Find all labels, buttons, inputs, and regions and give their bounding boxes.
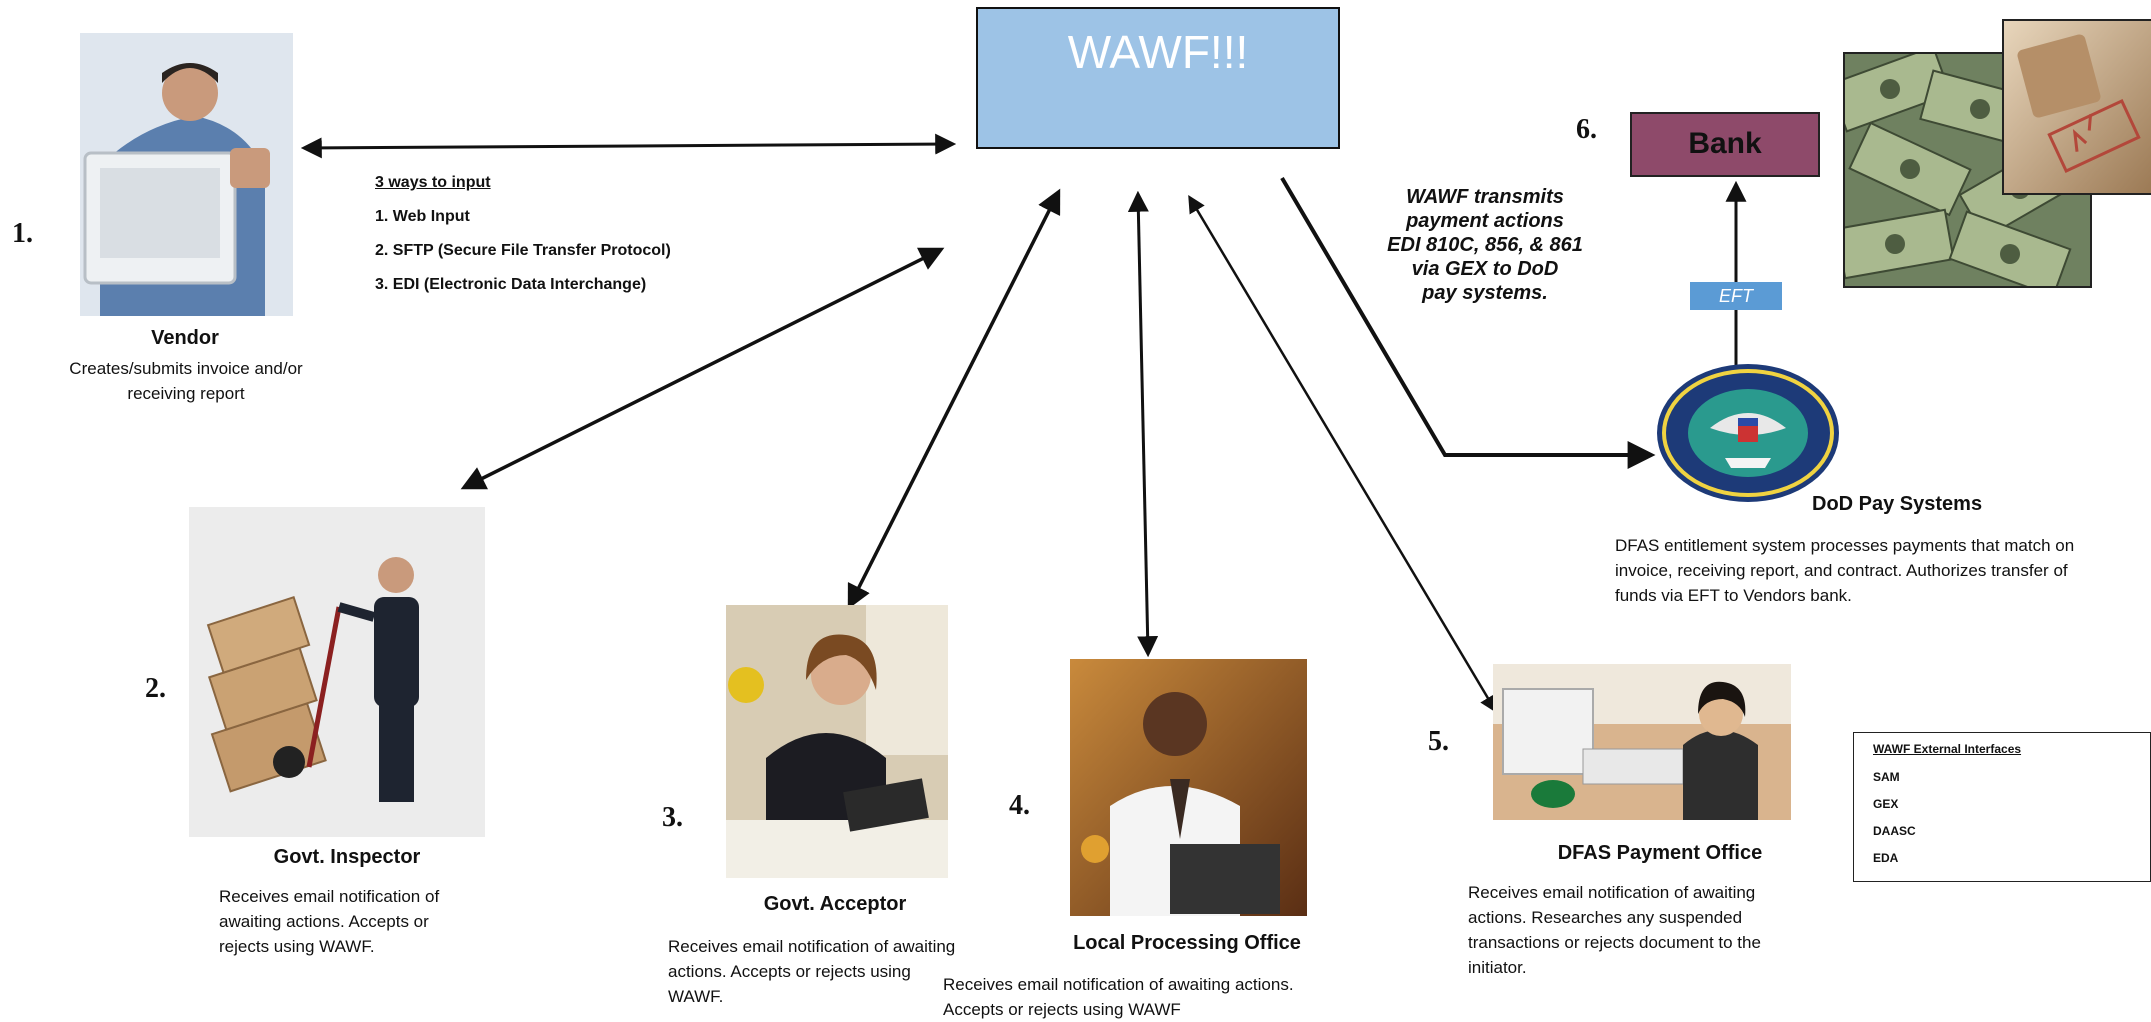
dfas-title: DFAS Payment Office xyxy=(1557,842,1763,864)
acceptor-description: Receives email notification of awaiting … xyxy=(668,934,998,1009)
dfas-description-line: Receives email notification of awaiting xyxy=(1468,883,1756,902)
bank-step-number: 6. xyxy=(1576,114,1597,145)
wawf-box: WAWF!!! xyxy=(976,7,1340,149)
dod-description-line: funds via EFT to Vendors bank. xyxy=(1615,586,1852,605)
input-method-item: 2. SFTP (Secure File Transfer Protocol) xyxy=(375,242,671,259)
transmission-line: via GEX to DoD xyxy=(1411,258,1559,280)
inspector-step-number: 2. xyxy=(145,673,166,704)
vendor-title: Vendor xyxy=(151,327,219,349)
dod-description-line: invoice, receiving report, and contract.… xyxy=(1615,561,2068,580)
external-interface-item: DAASC xyxy=(1873,824,1916,838)
bank-label: Bank xyxy=(1688,127,1762,160)
transmission-line: WAWF transmits xyxy=(1406,186,1564,208)
external-interfaces-box: WAWF External Interfaces SAM GEX DAASC E… xyxy=(1853,732,2151,882)
inspector-description-line: rejects using WAWF. xyxy=(219,937,375,956)
inspector-description-line: awaiting actions. Accepts or xyxy=(219,912,429,931)
inspector-description: Receives email notification of awaiting … xyxy=(219,884,519,959)
external-interface-item: SAM xyxy=(1873,770,1900,784)
arrow-acceptor-wawf xyxy=(847,188,1061,610)
input-method-item: 1. Web Input xyxy=(375,208,470,225)
transmission-line: payment actions xyxy=(1406,210,1564,232)
dfas-description-line: actions. Researches any suspended xyxy=(1468,908,1743,927)
dfas-description-line: initiator. xyxy=(1468,958,1527,977)
transmission-line: pay systems. xyxy=(1422,282,1548,304)
inspector-description-line: Receives email notification of xyxy=(219,887,440,906)
lpo-description-line: Receives email notification of awaiting … xyxy=(943,975,1294,994)
acceptor-photo xyxy=(726,605,948,878)
acceptor-description-line: actions. Accepts or rejects using xyxy=(668,962,911,981)
lpo-photo xyxy=(1070,659,1307,916)
inspector-photo xyxy=(189,507,485,837)
dod-description-line: DFAS entitlement system processes paymen… xyxy=(1615,536,2075,555)
acceptor-description-line: WAWF. xyxy=(668,987,724,1006)
external-interface-item: EDA xyxy=(1873,851,1899,865)
inspector-title: Govt. Inspector xyxy=(273,846,421,868)
input-methods-note: 3 ways to input 1. Web Input 2. SFTP (Se… xyxy=(375,174,671,310)
dfas-step-number: 5. xyxy=(1428,726,1449,757)
lpo-step-number: 4. xyxy=(1009,790,1030,821)
arrow-vendor-wawf xyxy=(300,133,957,159)
external-interfaces-title: WAWF External Interfaces xyxy=(1873,742,2022,756)
dfas-description: Receives email notification of awaiting … xyxy=(1468,880,1848,980)
dod-description: DFAS entitlement system processes paymen… xyxy=(1615,533,2145,608)
vendor-description-line: Creates/submits invoice and/or xyxy=(69,359,303,378)
transmission-note: WAWF transmits payment actions EDI 810C,… xyxy=(1380,185,1590,305)
eft-label: EFT xyxy=(1690,282,1782,310)
vendor-photo xyxy=(80,33,293,316)
wawf-title: WAWF!!! xyxy=(1067,26,1249,78)
input-method-item: 3. EDI (Electronic Data Interchange) xyxy=(375,276,647,293)
dod-seal xyxy=(1655,362,1841,504)
paid-stamp-photo xyxy=(2002,19,2151,195)
bank-box: Bank xyxy=(1630,112,1820,177)
acceptor-title: Govt. Acceptor xyxy=(763,893,907,915)
acceptor-description-line: Receives email notification of awaiting xyxy=(668,937,956,956)
input-methods-title: 3 ways to input xyxy=(375,174,491,191)
lpo-title: Local Processing Office xyxy=(1073,932,1301,954)
vendor-description: Creates/submits invoice and/or receiving… xyxy=(30,356,342,406)
vendor-description-line: receiving report xyxy=(127,384,245,403)
dfas-description-line: transactions or rejects document to the xyxy=(1468,933,1761,952)
dod-title: DoD Pay Systems xyxy=(1812,493,1983,515)
lpo-description: Receives email notification of awaiting … xyxy=(943,972,1363,1022)
lpo-description-line: Accepts or rejects using WAWF xyxy=(943,1000,1181,1019)
external-interface-item: GEX xyxy=(1873,797,1899,811)
vendor-step-number: 1. xyxy=(12,218,33,249)
transmission-line: EDI 810C, 856, & 861 xyxy=(1387,234,1583,256)
dfas-photo xyxy=(1493,664,1791,820)
acceptor-step-number: 3. xyxy=(662,802,683,833)
arrow-lpo-wawf xyxy=(1127,190,1159,658)
